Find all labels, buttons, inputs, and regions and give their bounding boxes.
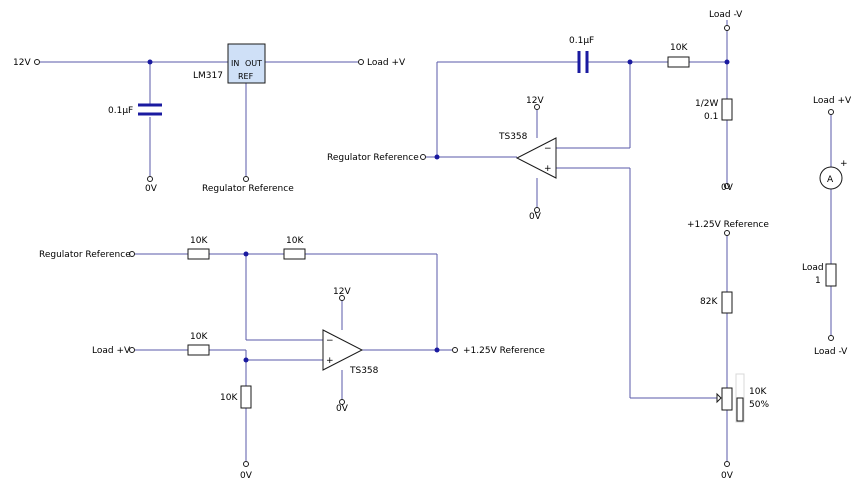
terminal-load-minus[interactable] <box>724 25 730 31</box>
terminal-load-plus-op2[interactable] <box>129 347 135 353</box>
label-op2-plus: + <box>326 356 334 366</box>
junction-dot <box>627 59 633 65</box>
resistor-10k-d[interactable] <box>240 385 252 409</box>
label-ammeter-symbol: A <box>827 175 834 185</box>
terminal-0v-op2-gnd[interactable] <box>339 399 345 405</box>
terminal-ref125-out[interactable] <box>452 347 458 353</box>
meter-section: Load +V A + Load 1 Load -V <box>802 96 852 357</box>
label-op1-minus: − <box>544 144 552 154</box>
label-10k-b: 10K <box>286 236 304 246</box>
label-10k-a: 10K <box>190 236 208 246</box>
resistor-10k-top[interactable] <box>667 56 690 68</box>
label-0v-shunt: 0V <box>721 183 734 193</box>
label-12v-op1: 12V <box>526 96 544 106</box>
resistor-shunt[interactable] <box>721 98 733 121</box>
label-ref125-out: +1.25V Reference <box>463 346 545 356</box>
label-82k: 82K <box>700 297 718 307</box>
terminal-0v-op2[interactable] <box>243 461 249 467</box>
terminal-meter-bottom[interactable] <box>828 335 834 341</box>
label-0v-op2: 0V <box>240 471 253 481</box>
label-c2-value: 0.1µF <box>569 36 594 46</box>
opamp-ts358-upper[interactable] <box>515 137 557 179</box>
terminal-reg-ref-op2[interactable] <box>129 251 135 257</box>
terminal-reg-ref-op1[interactable] <box>420 154 426 160</box>
reference-divider-section: +1.25V Reference 82K 10K 50% 0V <box>687 220 769 481</box>
label-lm-ref: REF <box>238 72 254 81</box>
ammeter[interactable] <box>819 166 843 190</box>
opamp-ts358-lower[interactable] <box>322 329 364 371</box>
regulator-section: 12V Load +V LM317 IN OUT REF 0.1µF 0V Re… <box>13 43 406 194</box>
label-reg-ref-op1: Regulator Reference <box>327 153 419 163</box>
label-lm-out: OUT <box>245 59 262 68</box>
terminal-12v-op2[interactable] <box>339 295 345 301</box>
label-ammeter-plus: + <box>840 159 848 169</box>
terminal-0v-shunt[interactable] <box>724 183 730 189</box>
label-meter-bottom: Load -V <box>814 347 848 357</box>
junction-dot <box>147 59 153 65</box>
label-op2-minus: − <box>326 336 334 346</box>
resistor-10k-a[interactable] <box>187 248 210 260</box>
lm317-regulator[interactable] <box>227 43 266 84</box>
resistor-82k[interactable] <box>721 291 733 314</box>
terminal-0v-c1[interactable] <box>147 176 153 182</box>
terminal-meter-top[interactable] <box>828 109 834 115</box>
terminal-reg-ref[interactable] <box>243 176 249 182</box>
label-0v-c1: 0V <box>145 184 158 194</box>
junction-dot <box>434 347 440 353</box>
junction-dot <box>243 357 249 363</box>
label-0v-op1: 0V <box>529 212 542 222</box>
label-reg-ref-lm: Regulator Reference <box>202 184 294 194</box>
label-12v: 12V <box>13 58 31 68</box>
potentiometer-10k[interactable] <box>721 387 733 411</box>
label-shunt-power: 1/2W <box>695 99 718 109</box>
label-0v-op2-gnd: 0V <box>336 404 349 414</box>
label-0v-pot: 0V <box>721 471 734 481</box>
terminal-0v-pot[interactable] <box>724 461 730 467</box>
label-10k-d: 10K <box>220 393 238 403</box>
label-ref125-pot: +1.25V Reference <box>687 220 769 230</box>
label-pot-setting: 50% <box>749 400 769 410</box>
label-r-10k-top: 10K <box>670 43 688 53</box>
label-lm-in: IN <box>231 59 239 68</box>
resistor-10k-c[interactable] <box>187 344 210 356</box>
capacitor-c1[interactable] <box>138 103 162 116</box>
label-reg-ref-op2: Regulator Reference <box>39 250 131 260</box>
label-shunt-value: 0.1 <box>704 112 718 122</box>
label-lm317: LM317 <box>193 71 223 81</box>
label-op1-plus: + <box>544 164 552 174</box>
label-meter-top: Load +V <box>813 96 852 106</box>
terminal-ref125-pot[interactable] <box>724 230 730 236</box>
load-resistor[interactable] <box>825 263 837 287</box>
terminal-load-plus[interactable] <box>358 59 364 65</box>
current-sense-section: 0.1µF 10K Load -V 1/2W 0.1 0V Regulator … <box>327 10 743 399</box>
terminal-12v[interactable] <box>34 59 40 65</box>
terminal-0v-op1[interactable] <box>534 207 540 213</box>
junction-dot <box>724 59 730 65</box>
label-load-minus-top: Load -V <box>709 10 743 20</box>
potentiometer-wiper-arrow[interactable] <box>716 392 722 404</box>
potentiometer-slider-knob[interactable] <box>736 397 744 422</box>
label-12v-op2: 12V <box>333 287 351 297</box>
label-pot-value: 10K <box>749 387 767 397</box>
capacitor-c2[interactable] <box>577 51 589 73</box>
label-load-plus-op2: Load +V <box>92 346 131 356</box>
junction-dot <box>434 154 440 160</box>
resistor-10k-b[interactable] <box>283 248 306 260</box>
label-10k-c: 10K <box>190 332 208 342</box>
terminal-12v-op1[interactable] <box>534 104 540 110</box>
junction-dot <box>243 251 249 257</box>
label-ts358-upper: TS358 <box>498 132 528 142</box>
label-load-value: 1 <box>815 276 821 286</box>
label-c1-value: 0.1µF <box>108 106 133 116</box>
reference-amplifier-section: Regulator Reference 10K 10K 12V Load +V … <box>39 236 545 481</box>
label-load: Load <box>802 263 824 273</box>
label-load-plus: Load +V <box>367 58 406 68</box>
label-ts358-lower: TS358 <box>349 366 379 376</box>
